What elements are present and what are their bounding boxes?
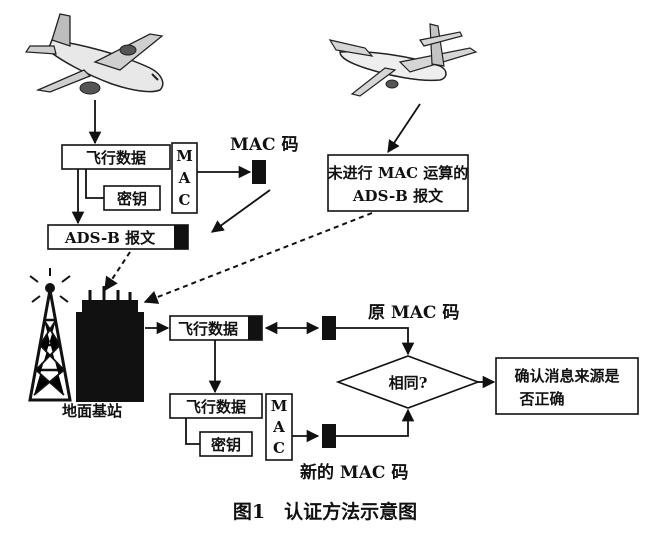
- airliner-icon: [24, 13, 164, 95]
- aircraft-flight-data-label: 飞行数据: [86, 149, 146, 167]
- confirm-line1: 确认消息来源是: [514, 367, 620, 385]
- confirm-source-box: [495, 357, 639, 415]
- ground-mac-letter-m: M: [271, 397, 288, 415]
- confirm-line2: 否正确: [518, 390, 564, 408]
- original-mac-label: 原 MAC 码: [368, 303, 459, 323]
- unprocessed-line2: ADS-B 报文: [352, 187, 444, 205]
- ground-mac-letter-a: A: [272, 418, 285, 436]
- ground-mac-block: [248, 316, 262, 340]
- aircraft-mac-letter-c: C: [179, 191, 191, 209]
- antenna-tower-icon: [28, 268, 72, 402]
- ground-mac-letter-c: C: [273, 439, 285, 457]
- figure-caption: 图1 认证方法示意图: [233, 500, 417, 523]
- adsb-mac-block: [174, 225, 188, 249]
- ground-flight-data-box: [169, 315, 263, 341]
- ground-station-label: 地面基站: [62, 402, 122, 420]
- new-mac-label: 新的 MAC 码: [300, 462, 408, 483]
- original-mac-block: [322, 316, 336, 340]
- new-mac-block: [322, 424, 336, 448]
- ground-building-icon: [76, 286, 144, 402]
- aircraft-flight-data-box: [61, 144, 171, 170]
- aircraft-mac-letter-a: A: [178, 169, 191, 187]
- unprocessed-line1: 未进行 MAC 运算的: [327, 164, 469, 182]
- mac-code-label: MAC 码: [230, 135, 298, 155]
- ground-key-label: 密钥: [211, 436, 241, 454]
- unprocessed-message-box: [327, 154, 469, 212]
- ground-key-box: [199, 431, 253, 457]
- same-decision-diamond: [335, 355, 481, 409]
- aircraft-mac-box: [171, 142, 198, 214]
- adsb-message-box: [47, 224, 189, 250]
- ground-flight-data-label-2: 飞行数据: [186, 398, 246, 416]
- light-aircraft-icon: [328, 23, 478, 97]
- adsb-message-label: ADS-B 报文: [64, 229, 156, 247]
- ground-flight-data-box-2: [169, 393, 263, 419]
- aircraft-mac-letter-m: M: [176, 147, 193, 165]
- ground-mac-box: [265, 393, 293, 461]
- aircraft-key-label: 密钥: [117, 190, 147, 208]
- same-decision-label: 相同?: [389, 374, 428, 392]
- mac-code-block: [252, 160, 266, 184]
- ground-flight-data-label: 飞行数据: [178, 320, 238, 338]
